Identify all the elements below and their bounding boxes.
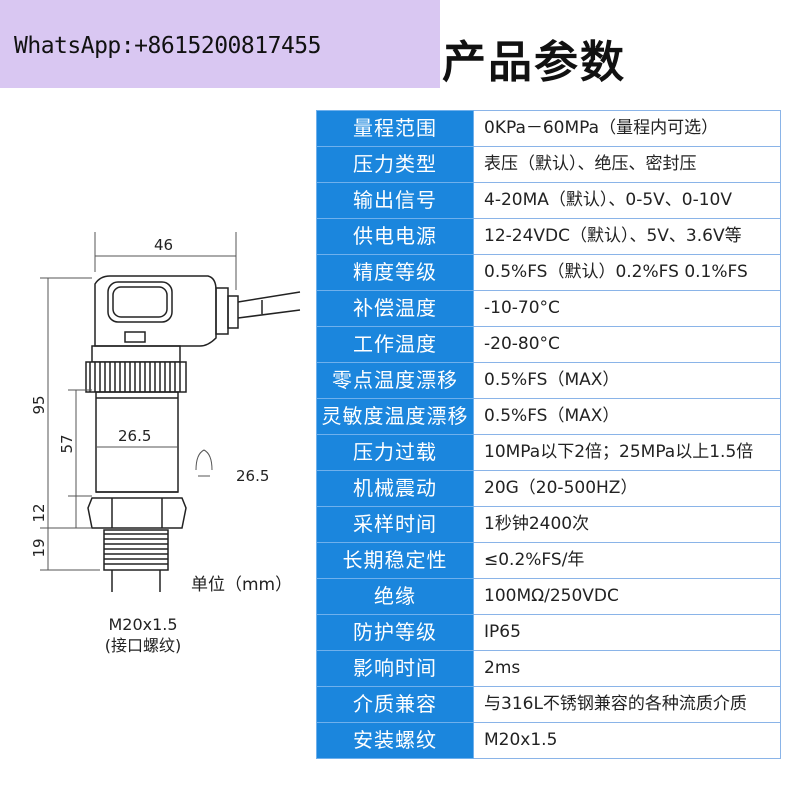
unit-label: 单位（mm）: [191, 575, 293, 595]
spec-label: 工作温度: [316, 326, 474, 363]
spec-label: 采样时间: [316, 506, 474, 543]
connector-tab: [124, 331, 146, 343]
dim-thread: 19: [30, 538, 48, 557]
spec-label: 绝缘: [316, 578, 474, 615]
spec-row: 补偿温度-10-70°C: [316, 290, 781, 327]
spec-value: 表压（默认）、绝压、密封压: [473, 146, 781, 183]
dim-diameter-body: 26.5: [118, 427, 151, 445]
dim-height-body: 57: [58, 434, 76, 453]
spec-row: 长期稳定性≤0.2%FS/年: [316, 542, 781, 579]
spec-value: M20x1.5: [473, 722, 781, 759]
sensor-dimension-drawing: 46 95 57 26.5 26.5 12 19: [30, 232, 301, 592]
spec-row: 介质兼容与316L不锈钢兼容的各种流质介质: [316, 686, 781, 723]
dim-wrench: 26.5: [236, 467, 269, 485]
wrench-icon: [195, 449, 213, 477]
dim-height-total: 95: [30, 395, 48, 414]
spec-value: 0.5%FS（MAX）: [473, 398, 781, 435]
spec-label: 补偿温度: [316, 290, 474, 327]
spec-label: 零点温度漂移: [316, 362, 474, 399]
spec-label: 灵敏度温度漂移: [316, 398, 474, 435]
spec-row: 工作温度-20-80°C: [316, 326, 781, 363]
spec-label: 精度等级: [316, 254, 474, 291]
spec-value: 4-20MA（默认）、0-5V、0-10V: [473, 182, 781, 219]
spec-value: 100MΩ/250VDC: [473, 578, 781, 615]
spec-value: ≤0.2%FS/年: [473, 542, 781, 579]
spec-label: 防护等级: [316, 614, 474, 651]
spec-value: 12-24VDC（默认）、5V、3.6V等: [473, 218, 781, 255]
hex-nut: [87, 497, 187, 529]
spec-label: 输出信号: [316, 182, 474, 219]
spec-row: 压力类型表压（默认）、绝压、密封压: [316, 146, 781, 183]
whatsapp-contact-banner: WhatsApp:+8615200817455: [0, 0, 440, 88]
spec-value: 2ms: [473, 650, 781, 687]
whatsapp-contact-text: WhatsApp:+8615200817455: [14, 33, 322, 59]
spec-value: 10MPa以下2倍；25MPa以上1.5倍: [473, 434, 781, 471]
spec-value: 20G（20-500HZ）: [473, 470, 781, 507]
thread-size: M20x1.5: [108, 615, 178, 634]
sensor-neck: [91, 345, 181, 363]
spec-value: 与316L不锈钢兼容的各种流质介质: [473, 686, 781, 723]
spec-value: 0KPa－60MPa（量程内可选）: [473, 110, 781, 147]
spec-label: 介质兼容: [316, 686, 474, 723]
spec-value: -20-80°C: [473, 326, 781, 363]
spec-label: 压力过载: [316, 434, 474, 471]
spec-value: 0.5%FS（默认）0.2%FS 0.1%FS: [473, 254, 781, 291]
spec-label: 影响时间: [316, 650, 474, 687]
spec-label: 长期稳定性: [316, 542, 474, 579]
thread-note-text: (接口螺纹): [104, 636, 182, 655]
thread-note: M20x1.5 (接口螺纹): [88, 614, 198, 656]
spec-label: 量程范围: [316, 110, 474, 147]
spec-value: 1秒钟2400次: [473, 506, 781, 543]
spec-value: -10-70°C: [473, 290, 781, 327]
spec-value: 0.5%FS（MAX）: [473, 362, 781, 399]
cable-gland: [215, 287, 229, 335]
spec-label: 机械震动: [316, 470, 474, 507]
spec-label: 压力类型: [316, 146, 474, 183]
connector-housing: [94, 275, 217, 347]
spec-value: IP65: [473, 614, 781, 651]
cable: [237, 291, 301, 319]
dim-width-top: 46: [154, 236, 173, 254]
page-title: 产品参数: [442, 37, 626, 88]
connector-window: [107, 281, 173, 323]
spec-label: 供电电源: [316, 218, 474, 255]
thread-section: [103, 529, 169, 571]
dim-hex: 12: [30, 503, 48, 522]
knurled-ring: [85, 361, 187, 393]
spec-label: 安装螺纹: [316, 722, 474, 759]
